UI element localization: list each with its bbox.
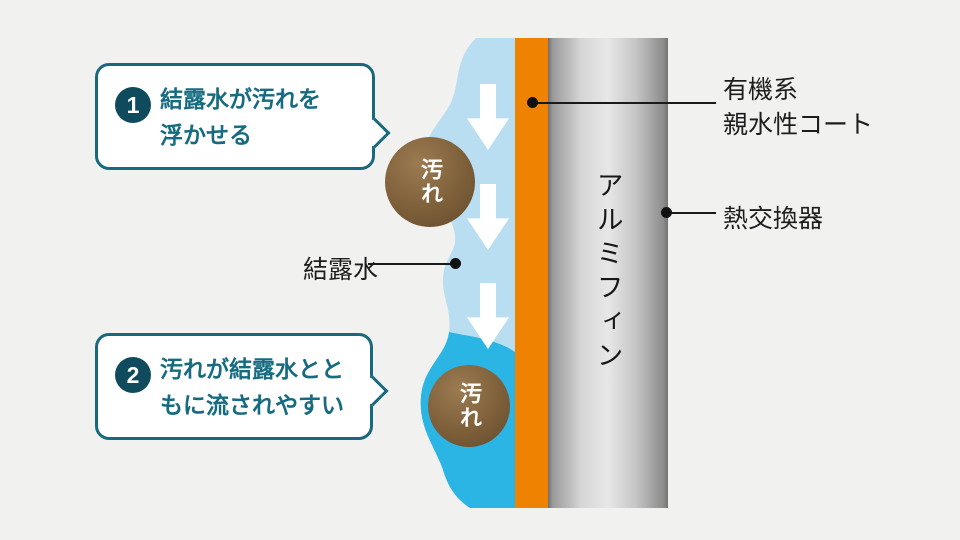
step-2-badge: 2 xyxy=(115,357,151,393)
water-flow-arrow-down-1 xyxy=(467,84,509,150)
step-1-badge: 1 xyxy=(115,87,151,123)
aluminum-fin-band: アルミフィン xyxy=(548,38,668,508)
callout-bubble-2-text: 汚れが結露水とと もに流されやすい xyxy=(160,351,344,423)
dirt-label-upper: 汚れ xyxy=(418,158,443,206)
callout-bubble-1-line2: 浮かせる xyxy=(160,122,252,148)
callout-bubble-1-line1: 結露水が汚れを xyxy=(160,86,321,112)
heat-exchanger-label: 熱交換器 xyxy=(723,205,824,233)
aluminum-fin-label: アルミフィン xyxy=(592,171,623,375)
dirt-label-lower: 汚れ xyxy=(457,382,482,430)
coat-label-line1: 有機系 xyxy=(723,76,799,104)
callout-bubble-2: 2 汚れが結露水とと もに流されやすい xyxy=(95,333,389,440)
coat-leader-dot xyxy=(527,97,538,108)
heat-exchanger-leader-dot xyxy=(661,207,672,218)
water-flow-arrow-down-3 xyxy=(467,283,509,349)
coat-leader-line xyxy=(533,102,716,104)
hydrophilic-coat-layer xyxy=(515,38,548,508)
condensation-leader-line xyxy=(368,263,456,265)
callout-bubble-2-line1: 汚れが結露水とと xyxy=(160,356,344,382)
dirt-ball-lower: 汚れ xyxy=(428,365,510,447)
dirt-ball-upper: 汚れ xyxy=(385,137,475,227)
condensation-label: 結露水 xyxy=(303,256,379,284)
condensation-leader-dot xyxy=(450,258,461,269)
callout-bubble-1-tail xyxy=(359,117,391,149)
callout-bubble-1: 1 結露水が汚れを 浮かせる xyxy=(95,63,391,170)
callout-bubble-2-tail xyxy=(357,375,389,407)
coat-label-line2: 親水性コート xyxy=(723,111,874,139)
callout-bubble-2-line2: もに流されやすい xyxy=(160,392,344,418)
heat-exchanger-leader-line xyxy=(666,212,716,214)
callout-bubble-1-text: 結露水が汚れを 浮かせる xyxy=(160,81,321,153)
